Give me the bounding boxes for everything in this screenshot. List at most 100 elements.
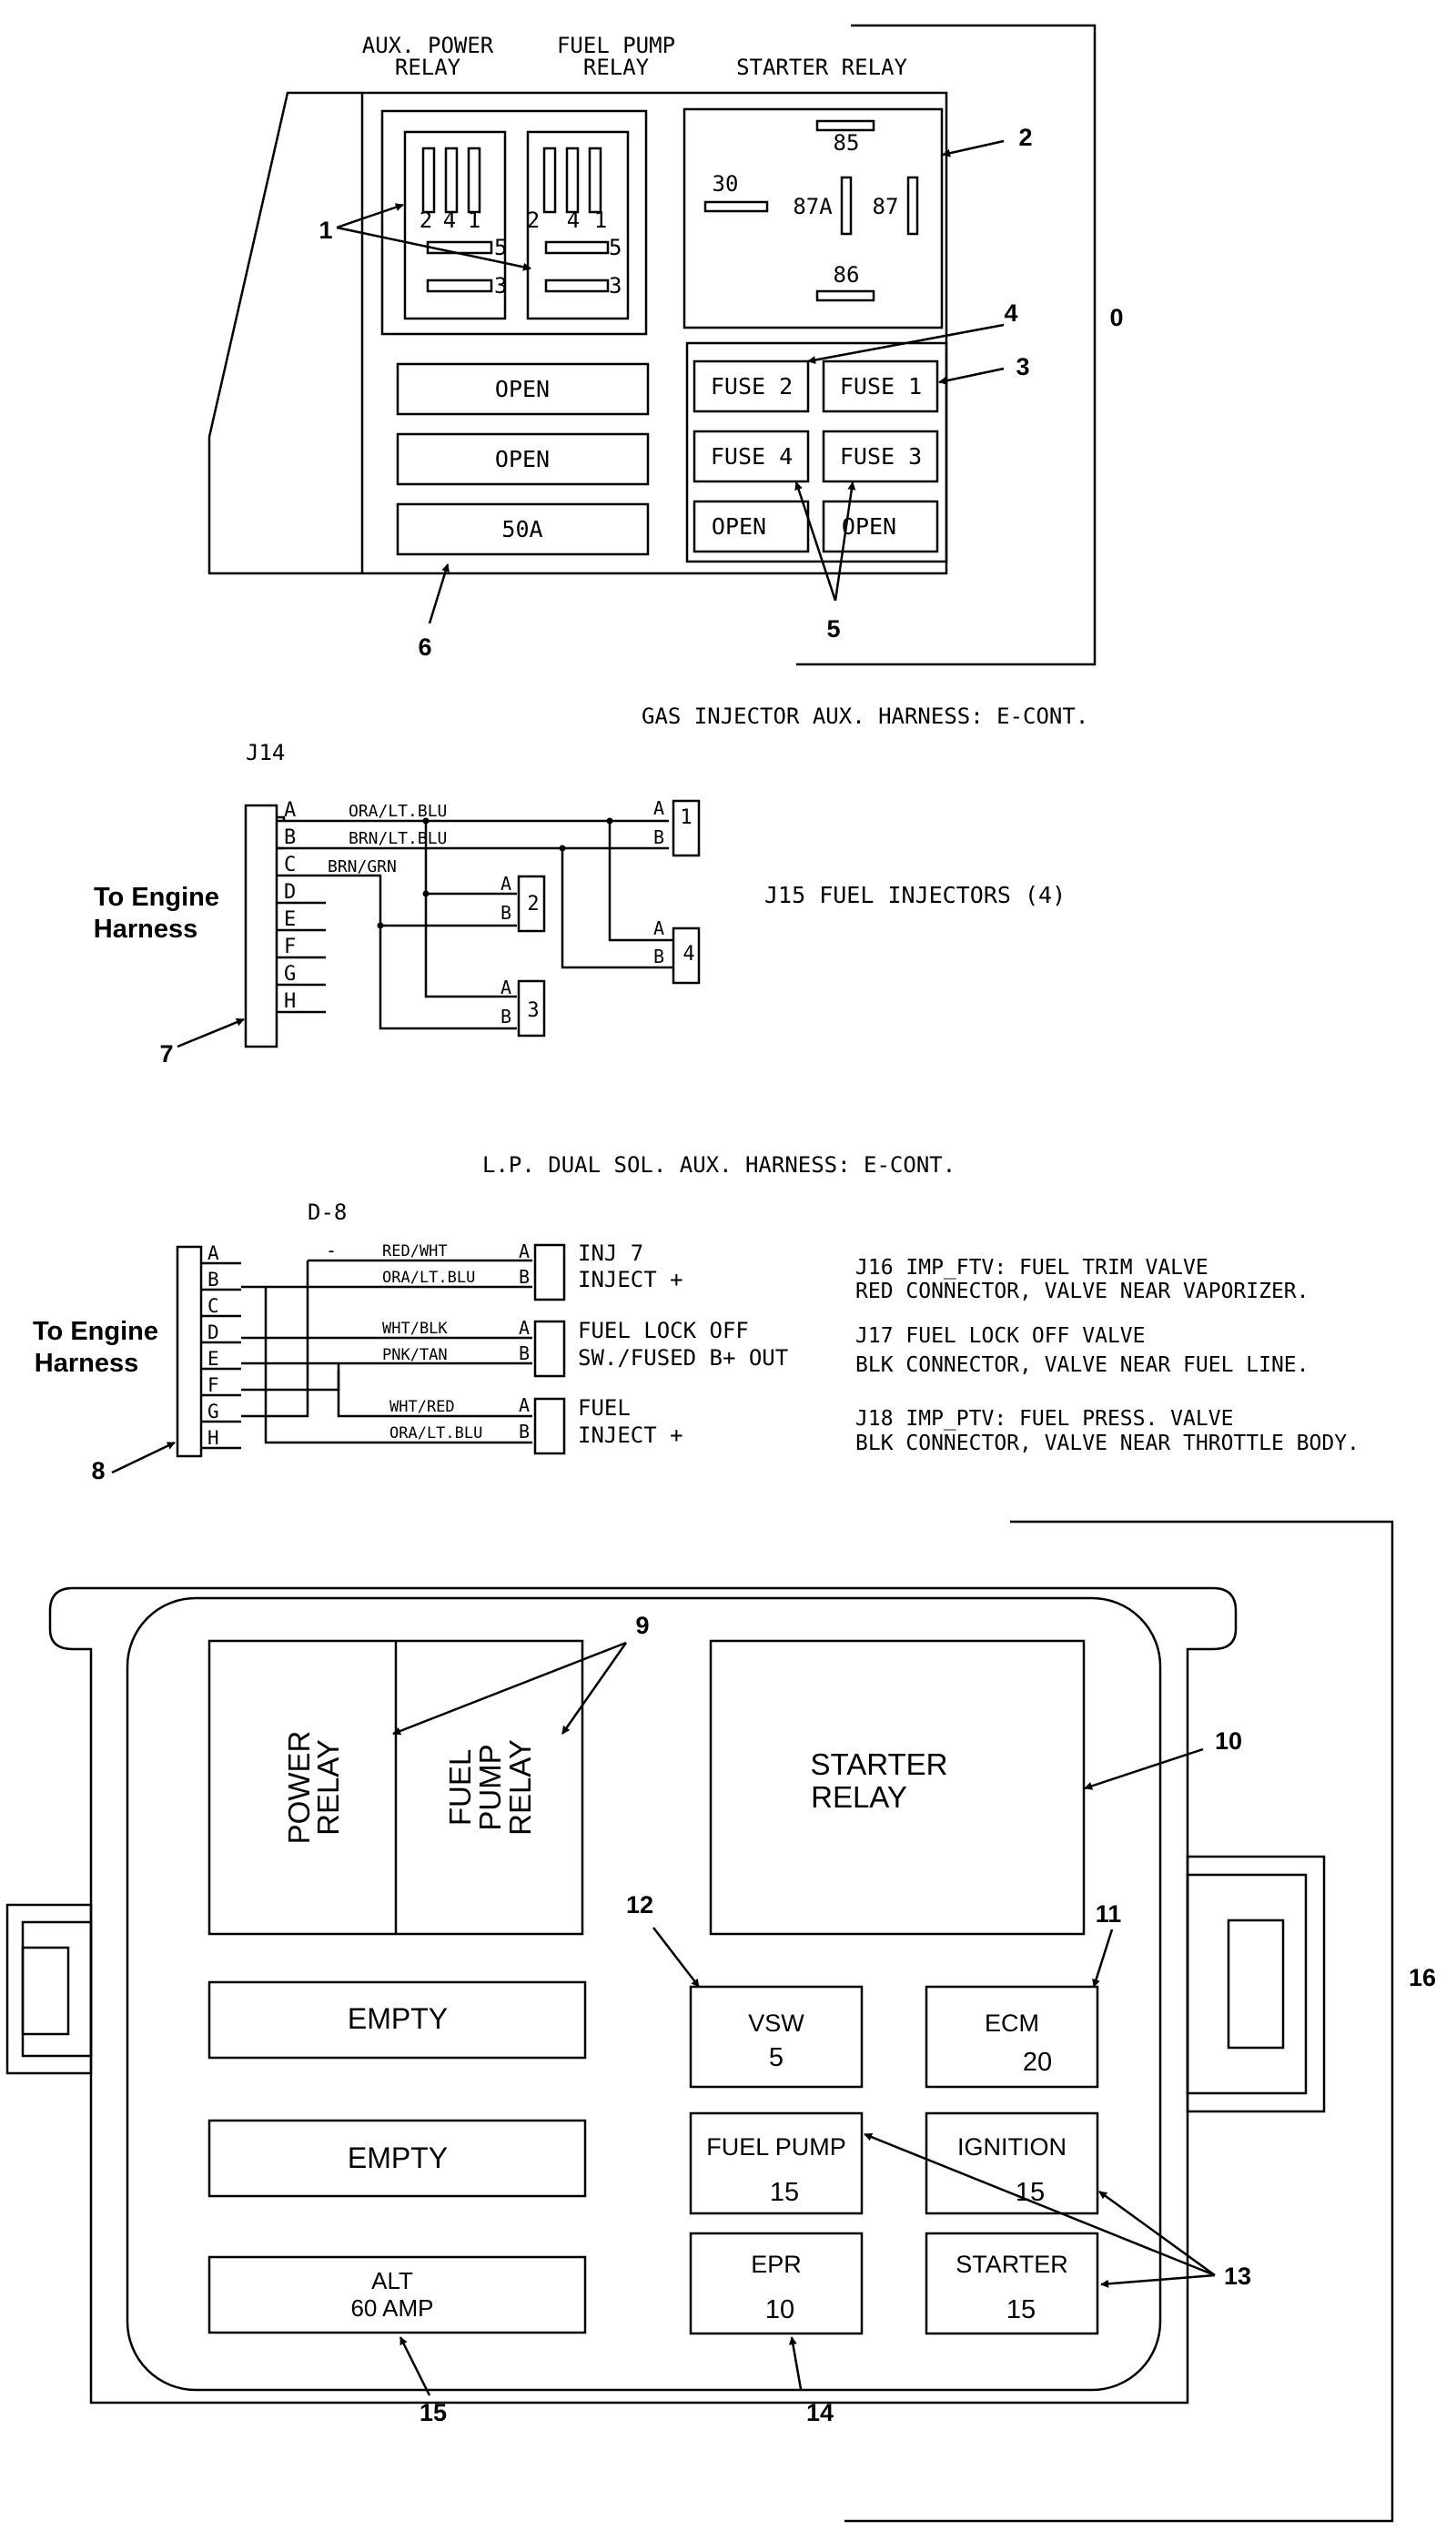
aux-pin-4 [444, 147, 459, 214]
dash-mark: - [326, 1240, 337, 1261]
fuel-pump-relay-line3: RELAY [503, 1739, 537, 1836]
gas-injector-harness [177, 799, 701, 1048]
lp-dual-sol-title: L.P. DUAL SOL. AUX. HARNESS: E-CONT. [482, 1152, 956, 1178]
wire-a-branch-3 [424, 821, 517, 998]
slot-open-1 [396, 362, 650, 416]
fp-pin-label-3: 3 [609, 273, 622, 299]
callout-2: 2 [1018, 124, 1032, 151]
fp-pin-5 [544, 240, 610, 255]
wire-b-branch-4 [561, 848, 673, 969]
d8-connector [176, 1245, 203, 1458]
pin-g: G [284, 963, 296, 986]
fp-pin-label-4: 4 [567, 208, 580, 233]
arrow-13b [1098, 2190, 1216, 2277]
box-outline [207, 91, 948, 575]
inj2-pin-b: B [500, 902, 511, 924]
arrow-1a [336, 203, 404, 229]
starter-relay [682, 107, 944, 329]
fuse-fuel-pump [689, 2111, 864, 2215]
callout-15: 15 [420, 2399, 447, 2426]
pin-c: C [284, 854, 296, 876]
relay-fuse-box-top [207, 24, 1097, 666]
wire-label-brn-lt-blu: BRN/LT.BLU [349, 829, 447, 848]
fuse-relay-box-bottom [5, 1520, 1394, 2523]
injector-4-label: 4 [682, 943, 694, 966]
fuel-pump-relay-header-2: RELAY [583, 55, 650, 80]
aux-pin-label-5: 5 [494, 235, 507, 260]
inner-panel [126, 1596, 1162, 2392]
section2-junctions [377, 817, 613, 929]
callout-11: 11 [1096, 1900, 1122, 1928]
power-relay-line2: RELAY [311, 1739, 345, 1836]
arrow-5b [834, 481, 856, 602]
fuel-pump-relay-header-1: FUEL PUMP [557, 33, 675, 58]
callout-1: 1 [318, 217, 332, 244]
inj2-pin-a: A [500, 873, 511, 895]
bracket-16 [844, 1520, 1394, 2523]
fuse-ignition [925, 2111, 1099, 2215]
junction [422, 890, 430, 897]
starter-pin-label-87a: 87A [793, 194, 833, 219]
note-j16-line2: RED CONNECTOR, VALVE NEAR VAPORIZER. [855, 1280, 1309, 1303]
fuse-4 [693, 430, 810, 483]
arrow-13a [864, 2132, 1216, 2277]
conn1-line2: INJECT + [578, 1267, 683, 1292]
callout-13: 13 [1224, 2263, 1251, 2290]
fuse-epr [689, 2232, 864, 2335]
empty-2-label: EMPTY [348, 2141, 448, 2174]
starter-pin-86 [815, 289, 875, 302]
wire-label-wht-red: WHT/RED [389, 1398, 455, 1416]
alt-slot [207, 2255, 587, 2334]
arrow-15 [399, 2336, 431, 2396]
d8-pin-d: D [207, 1321, 219, 1343]
callout-9: 9 [635, 1612, 649, 1639]
fuse-vsw-name: VSW [748, 2010, 804, 2037]
fuse-1 [822, 359, 939, 413]
callout-4: 4 [1004, 299, 1017, 327]
callout-5: 5 [826, 615, 840, 643]
section1-labels: AUX. POWER RELAY FUEL PUMP RELAY STARTER… [318, 33, 1123, 661]
fp-pin-3 [544, 278, 610, 293]
j17-pin-b: B [519, 1342, 530, 1364]
to-engine-harness-3: To Engine [33, 1317, 158, 1346]
fp-pin-2 [542, 147, 557, 214]
aux-pin-5 [426, 240, 493, 255]
fuse-ecm-value: 20 [1023, 2048, 1052, 2077]
aux-power-relay [403, 130, 507, 320]
conn3-line1: FUEL [578, 1395, 631, 1421]
arrow-11 [1092, 1929, 1114, 1988]
fp-pin-label-1: 1 [594, 208, 607, 233]
j16-connector [533, 1243, 566, 1301]
fuel-pump-relay-line2: PUMP [473, 1744, 507, 1830]
box-housing [48, 1586, 1238, 2404]
empty-slot-2 [207, 2119, 587, 2198]
fuel-pump-relay-line1: FUEL [443, 1749, 477, 1826]
wire-label-brn-grn: BRN/GRN [328, 857, 397, 876]
fuse-starter-value: 15 [1006, 2295, 1036, 2324]
fuse-epr-value: 10 [765, 2295, 794, 2324]
junction [377, 922, 384, 929]
inj4-pin-a: A [653, 917, 664, 939]
arrow-5a [794, 481, 837, 602]
arrow-14 [788, 2336, 803, 2390]
d8-pin-a: A [207, 1242, 219, 1264]
d8-label: D-8 [308, 1200, 347, 1225]
bracket-0 [796, 24, 1097, 666]
wire-label-ora-lt-blu-2: ORA/LT.BLU [389, 1424, 482, 1443]
inj4-pin-b: B [653, 946, 664, 967]
d8-pin-g: G [207, 1401, 219, 1422]
section2-labels: GAS INJECTOR AUX. HARNESS: E-CONT. J14 T… [94, 704, 1089, 1068]
j16-pin-a: A [519, 1240, 530, 1262]
pin-f: F [284, 936, 296, 958]
fuse-2-label: FUSE 2 [711, 373, 793, 400]
aux-pin-1 [467, 147, 481, 214]
j18-pin-a: A [519, 1394, 530, 1416]
section4-labels: POWER RELAY FUEL PUMP RELAY STARTER RELA… [282, 1612, 1436, 2426]
aux-pin-3 [426, 278, 493, 293]
right-tab-inner [1227, 1918, 1285, 2050]
aux-power-relay-header-1: AUX. POWER [362, 33, 494, 58]
arrow-8 [111, 1441, 176, 1474]
lp-dual-sol-harness [111, 1243, 566, 1474]
fuse-3-label: FUSE 3 [840, 443, 922, 470]
fuse-block [685, 341, 948, 563]
